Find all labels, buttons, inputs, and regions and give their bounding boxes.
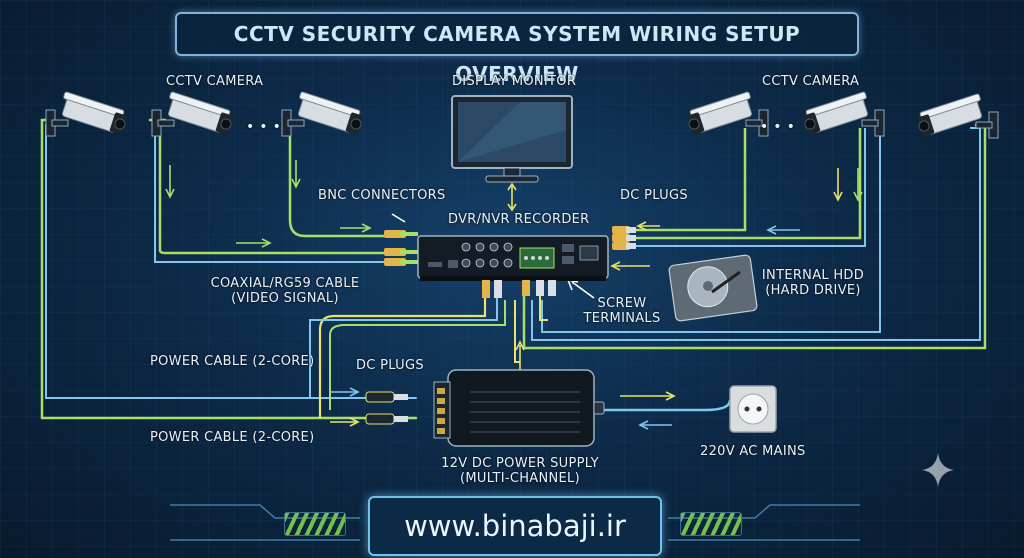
coaxial-cables-left (40, 118, 418, 420)
cctv-camera-icon (684, 91, 769, 137)
page-title: CCTV SECURITY CAMERA SYSTEM WIRING SETUP… (233, 22, 801, 86)
label-screw-line2: TERMINALS (583, 311, 661, 326)
dc-plug-connectors-top (612, 226, 636, 250)
label-dvr: DVR/NVR RECORDER (448, 212, 590, 227)
label-screw-terminals: SCREW TERMINALS (572, 296, 672, 326)
label-dc-plugs-top: DC PLUGS (620, 188, 688, 203)
power-cables-left (309, 280, 506, 418)
label-camera-right: CCTV CAMERA (762, 74, 860, 89)
cctv-camera-icon (151, 91, 236, 137)
bnc-connectors (384, 230, 418, 266)
signal-arrows (165, 160, 863, 430)
dvr-rear-plugs (482, 280, 556, 298)
label-coaxial-cable: COAXIAL/RG59 CABLE (VIDEO SIGNAL) (196, 276, 374, 306)
mains-cable (594, 399, 732, 412)
label-hdd: INTERNAL HDD (HARD DRIVE) (758, 268, 868, 298)
hard-drive-icon (668, 254, 758, 322)
label-power-cable-top: POWER CABLE (2-CORE) (150, 354, 315, 369)
label-dc-plugs-bottom: DC PLUGS (356, 358, 424, 373)
title-frame: CCTV SECURITY CAMERA SYSTEM WIRING SETUP… (175, 12, 859, 86)
power-supply-icon (433, 369, 605, 447)
label-camera-left: CCTV CAMERA (166, 74, 264, 89)
footer-stripes-left (284, 512, 346, 536)
footer-stripes-right (680, 512, 742, 536)
cctv-camera-icon (281, 91, 366, 137)
label-power-cable-bottom: POWER CABLE (2-CORE) (150, 430, 315, 445)
sparkle-icon (922, 453, 954, 487)
cctv-camera-icon (800, 91, 885, 137)
label-psu-line1: 12V DC POWER SUPPLY (441, 456, 599, 471)
label-hdd-line1: INTERNAL HDD (761, 268, 865, 283)
dc-plug-connectors-bottom (365, 391, 408, 425)
label-ellipsis-left: • • • (246, 119, 282, 135)
website-frame: www.binabaji.ir (368, 496, 662, 556)
label-power-supply: 12V DC POWER SUPPLY (MULTI-CHANNEL) (420, 456, 620, 486)
label-screw-line1: SCREW (597, 296, 647, 311)
label-psu-line2: (MULTI-CHANNEL) (460, 471, 580, 486)
label-hdd-line2: (HARD DRIVE) (765, 283, 861, 298)
website-url: www.binabaji.ir (404, 509, 626, 543)
label-mains: 220V AC MAINS (700, 444, 806, 459)
display-monitor-icon (451, 95, 573, 183)
cctv-camera-icon (45, 91, 130, 137)
wall-socket-icon (729, 385, 777, 433)
label-coaxial-line1: COAXIAL/RG59 CABLE (210, 276, 360, 291)
label-coaxial-line2: (VIDEO SIGNAL) (231, 291, 339, 306)
label-ellipsis-right: • • • (760, 119, 796, 135)
label-bnc: BNC CONNECTORS (318, 188, 446, 203)
label-monitor: DISPLAY MONITOR (452, 74, 577, 89)
dvr-recorder-icon (417, 235, 609, 281)
